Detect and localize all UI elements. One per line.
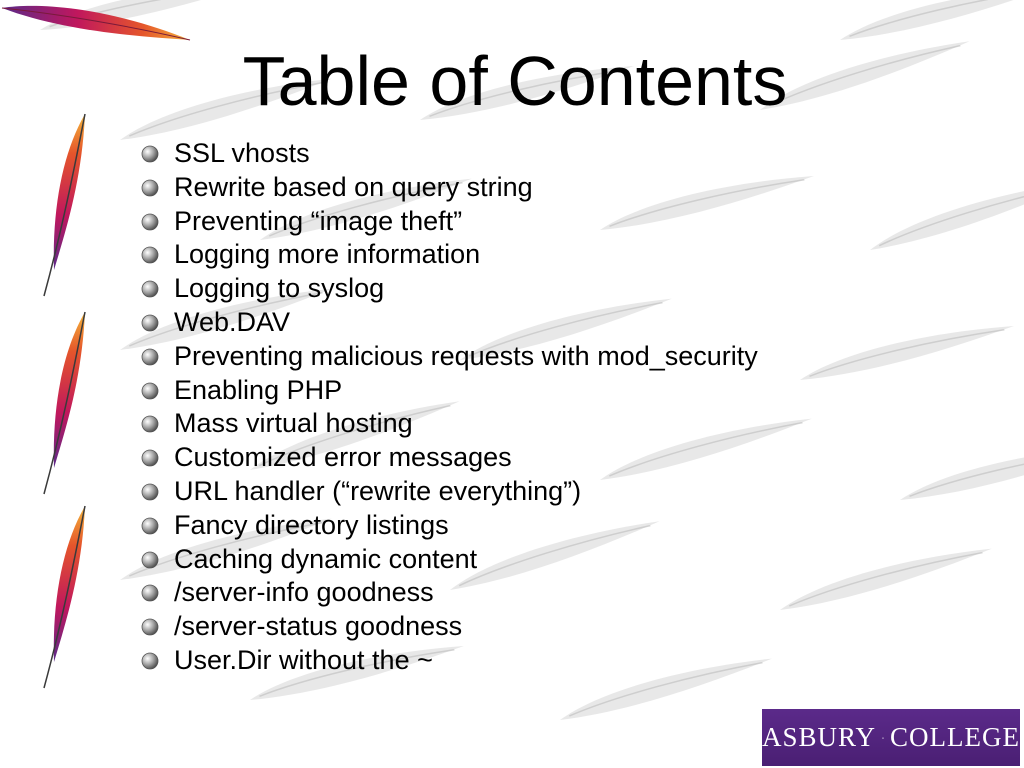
gray-sphere-bullet-icon (141, 213, 159, 230)
gray-sphere-bullet-icon (141, 415, 159, 433)
gray-sphere-bullet-icon (141, 246, 159, 264)
list-item: Mass virtual hosting (140, 407, 758, 441)
gray-sphere-bullet-icon (141, 584, 159, 602)
list-item-text: Web.DAV (174, 306, 291, 337)
list-item-text: Logging to syslog (174, 273, 385, 304)
list-item: Customized error messages (140, 441, 758, 475)
list-item-text: User.Dir without the ~ (174, 644, 433, 675)
list-item: /server-status goodness (140, 610, 758, 644)
gray-sphere-bullet-icon (141, 382, 159, 399)
feather-icon (1, 5, 191, 41)
list-item: Enabling PHP (140, 374, 758, 408)
list-item-text: Preventing malicious requests with mod_s… (174, 340, 758, 371)
list-item-text: Mass virtual hosting (174, 408, 413, 439)
toc-list: SSL vhosts Rewrite based on query string… (140, 137, 758, 678)
list-item: Caching dynamic content (140, 543, 758, 577)
list-item-text: Enabling PHP (174, 374, 343, 405)
gray-sphere-bullet-icon (141, 449, 159, 467)
list-item: SSL vhosts (140, 137, 758, 171)
feather-icon (43, 505, 86, 689)
gray-sphere-bullet-icon (141, 652, 159, 670)
list-item: Fancy directory listings (140, 509, 758, 543)
list-item: Preventing malicious requests with mod_s… (140, 340, 758, 374)
list-item-text: Customized error messages (174, 442, 512, 473)
list-item-text: /server-info goodness (174, 577, 434, 608)
list-item: Rewrite based on query string (140, 171, 758, 205)
gray-sphere-bullet-icon (141, 551, 159, 568)
pillared-seal-icon (882, 736, 884, 739)
gray-sphere-bullet-icon (141, 348, 159, 366)
gray-sphere-bullet-icon (141, 483, 159, 501)
list-item: Preventing “image theft” (140, 205, 758, 239)
gray-sphere-bullet-icon (141, 314, 159, 332)
list-item-text: Caching dynamic content (174, 543, 478, 574)
gray-sphere-bullet-icon (141, 517, 159, 535)
logo-right-text: COLLEGE (890, 722, 1020, 752)
list-item: Web.DAV (140, 306, 758, 340)
list-item: Logging to syslog (140, 272, 758, 306)
list-item-text: Preventing “image theft” (174, 205, 463, 236)
list-item-text: URL handler (“rewrite everything”) (174, 475, 582, 506)
list-item: /server-info goodness (140, 576, 758, 610)
list-item-text: Logging more information (174, 239, 481, 270)
list-item: Logging more information (140, 238, 758, 272)
list-item-text: Rewrite based on query string (174, 171, 533, 202)
gray-sphere-bullet-icon (141, 618, 159, 636)
list-item-text: SSL vhosts (174, 138, 310, 168)
list-item-text: Fancy directory listings (174, 509, 449, 540)
asbury-college-logo: ASBURY COLLEGE (762, 709, 1020, 766)
gray-sphere-bullet-icon (141, 145, 159, 163)
feather-icon (43, 311, 86, 495)
list-item-text: /server-status goodness (174, 611, 463, 642)
logo-left-text: ASBURY (762, 722, 877, 752)
feather-icon (43, 113, 86, 297)
gray-sphere-bullet-icon (141, 280, 159, 298)
list-item: URL handler (“rewrite everything”) (140, 475, 758, 509)
list-item: User.Dir without the ~ (140, 644, 758, 678)
slide-title: Table of Contents (242, 42, 788, 120)
gray-sphere-bullet-icon (141, 179, 159, 197)
